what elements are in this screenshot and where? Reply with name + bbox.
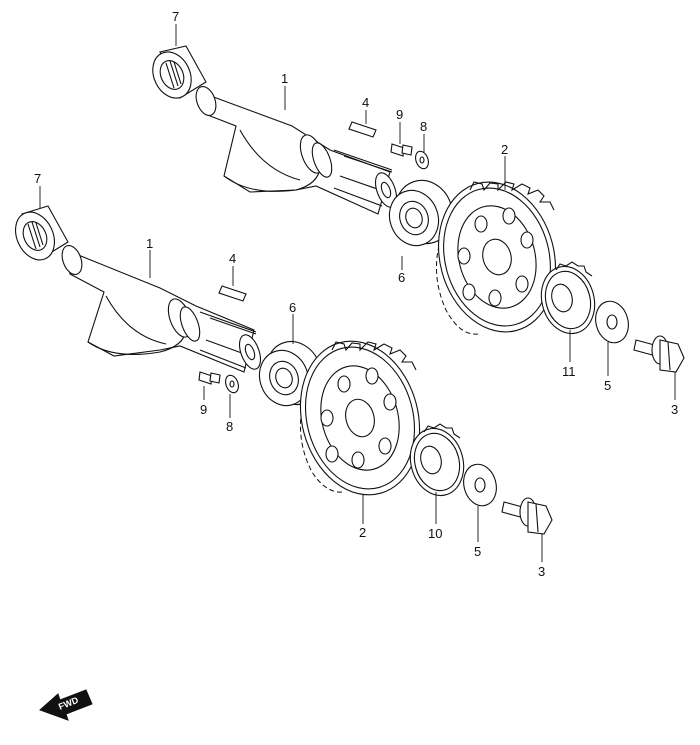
- lock-washer-lower: [225, 374, 239, 394]
- balancer-shaft-upper: [195, 86, 398, 215]
- flange-bolt-upper: [633, 335, 685, 373]
- callout-4-upper: 4: [362, 95, 369, 110]
- upper-assembly: [152, 45, 685, 373]
- driven-gear-lower: [299, 340, 421, 496]
- plain-washer-upper: [595, 300, 629, 344]
- key-upper: [348, 121, 377, 138]
- key-lower: [218, 285, 247, 302]
- bolt-small-upper: [390, 143, 413, 157]
- lower-assembly: [15, 205, 553, 535]
- callout-5-upper: 5: [604, 378, 611, 393]
- flange-bolt-lower: [501, 497, 553, 535]
- fwd-arrow-icon: FWD: [39, 689, 93, 721]
- callout-5-lower: 5: [474, 544, 481, 559]
- ball-bearing-upper: [388, 179, 454, 247]
- drive-gear-small-upper: [540, 261, 596, 335]
- callout-2-lower: 2: [359, 525, 366, 540]
- callout-3-lower: 3: [538, 564, 545, 579]
- callout-11: 11: [562, 364, 576, 379]
- callout-1-lower: 1: [146, 236, 153, 251]
- balancer-shaft-lower: [61, 245, 262, 373]
- callout-9-upper: 9: [396, 107, 403, 122]
- needle-bearing-upper: [152, 45, 207, 99]
- lock-washer-upper: [415, 150, 429, 170]
- drive-gear-small-lower: [409, 423, 465, 497]
- callout-10: 10: [428, 526, 442, 541]
- callout-2-upper: 2: [501, 142, 508, 157]
- callout-4-lower: 4: [229, 251, 236, 266]
- bolt-small-lower: [198, 371, 221, 385]
- plain-washer-lower: [463, 463, 497, 507]
- callout-6-lower: 6: [289, 300, 296, 315]
- leader-lines: [39, 24, 676, 562]
- callout-6-upper: 6: [398, 270, 405, 285]
- callout-7-upper: 7: [172, 9, 179, 24]
- driven-gear-upper: [436, 181, 557, 335]
- callout-8-upper: 8: [420, 119, 427, 134]
- callout-8-lower: 8: [226, 419, 233, 434]
- callout-1-upper: 1: [281, 71, 288, 86]
- needle-bearing-lower: [15, 205, 69, 261]
- callout-3-upper: 3: [671, 402, 678, 417]
- callout-9-lower: 9: [200, 402, 207, 417]
- callout-7-lower: 7: [34, 171, 41, 186]
- callout-labels: 7 1 4 9 8 2 6 11 5 3 7 1 4 6 9 8 2 10 5 …: [34, 9, 678, 579]
